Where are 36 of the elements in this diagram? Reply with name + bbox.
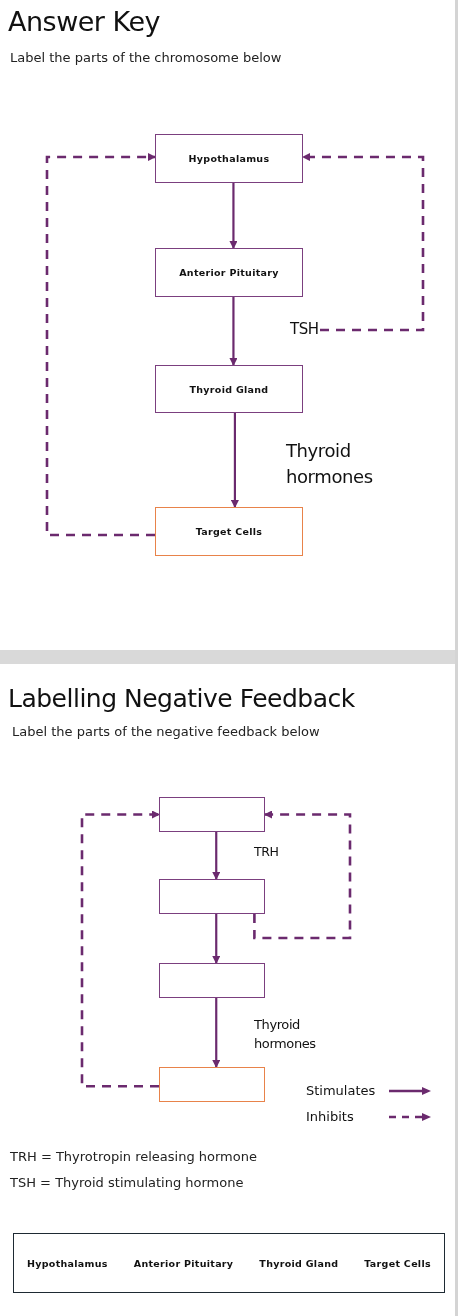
box-label: Anterior Pituitary [179, 267, 279, 278]
hormone-label: TSH [290, 322, 319, 337]
blank-box [159, 1067, 265, 1102]
blank-box [159, 797, 265, 832]
word-bank-term: Anterior Pituitary [133, 1257, 234, 1269]
word-bank-term: Target Cells [364, 1257, 431, 1269]
dashed-arrow [45, 153, 156, 537]
word-bank-term: Thyroid Gland [259, 1257, 339, 1269]
arrow [229, 297, 238, 366]
process-box [155, 507, 303, 556]
page-title: Answer Key [8, 6, 160, 37]
instruction-text: Label the parts of the chromosome below [10, 50, 282, 65]
arrow [230, 413, 239, 508]
box-label: Thyroid Gland [189, 383, 269, 395]
instruction-text: TSH = Thyroid stimulating hormone [10, 1175, 244, 1190]
process-box [155, 365, 303, 413]
legend-label: Inhibits [306, 1109, 354, 1124]
instruction-text: TRH = Thyrotropin releasing hormone [10, 1149, 257, 1164]
arrow [212, 998, 221, 1068]
box-label: Hypothalamus [188, 153, 270, 164]
legend-label: Stimulates [306, 1083, 376, 1098]
arrow [212, 832, 221, 880]
blank-box [159, 963, 265, 998]
arrow [229, 183, 238, 249]
dashed-arrow [302, 153, 425, 332]
process-box [155, 134, 303, 183]
dashed-arrow [253, 810, 352, 940]
process-box [155, 248, 303, 297]
arrow [212, 914, 221, 964]
page-title: Labelling Negative Feedback [8, 684, 355, 713]
dashed-arrow [80, 810, 160, 1088]
word-bank-box [13, 1233, 445, 1293]
word-bank-term: Hypothalamus [27, 1257, 108, 1269]
box-label: Target Cells [195, 526, 263, 537]
instruction-text: Label the parts of the negative feedback below [12, 724, 320, 739]
blank-box [159, 879, 265, 914]
